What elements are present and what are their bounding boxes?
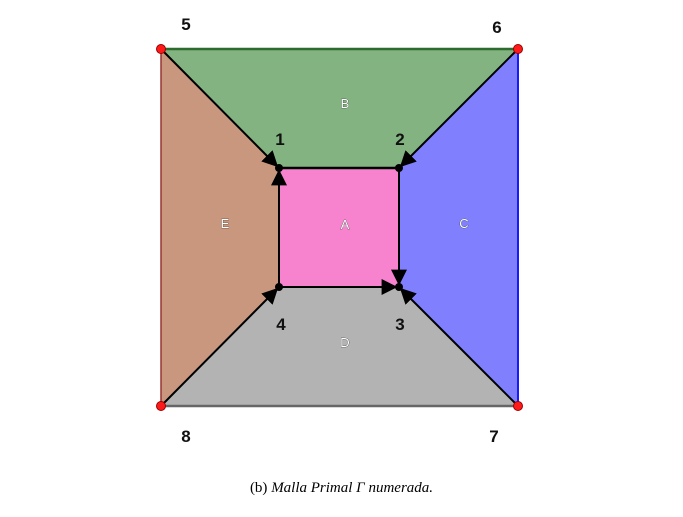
edge-6-2 xyxy=(399,48,519,168)
vertex-label-6: 6 xyxy=(492,18,501,37)
face-label-C: C xyxy=(459,216,468,231)
mesh-diagram: A B C D E 1 2 3 4 5 6 7 8 xyxy=(156,15,523,446)
face-A xyxy=(279,168,399,287)
vertex-6 xyxy=(513,44,523,54)
edge-7-3 xyxy=(399,287,519,407)
vertex-8 xyxy=(156,401,166,411)
vertex-label-1: 1 xyxy=(275,130,284,149)
vertex-label-3: 3 xyxy=(395,315,404,334)
vertex-label-8: 8 xyxy=(181,427,190,446)
vertex-3 xyxy=(395,283,403,291)
vertex-5 xyxy=(156,44,166,54)
face-label-E: E xyxy=(221,216,230,231)
vertex-2 xyxy=(395,164,403,172)
vertex-4 xyxy=(275,283,283,291)
vertex-7 xyxy=(513,401,523,411)
figure-caption: (b) Malla Primal Γ numerada. xyxy=(0,480,683,497)
face-label-B: B xyxy=(341,96,350,111)
caption-prefix: (b) xyxy=(249,480,268,496)
vertex-label-4: 4 xyxy=(276,315,286,334)
face-label-A: A xyxy=(341,217,350,232)
caption-text: Malla Primal Γ numerada. xyxy=(271,480,434,496)
edge-5-1 xyxy=(160,48,279,168)
vertex-label-7: 7 xyxy=(489,427,498,446)
face-label-D: D xyxy=(340,335,349,350)
vertex-label-5: 5 xyxy=(181,15,190,34)
vertex-label-2: 2 xyxy=(395,130,404,149)
edge-8-4 xyxy=(160,287,279,407)
vertex-1 xyxy=(275,164,283,172)
